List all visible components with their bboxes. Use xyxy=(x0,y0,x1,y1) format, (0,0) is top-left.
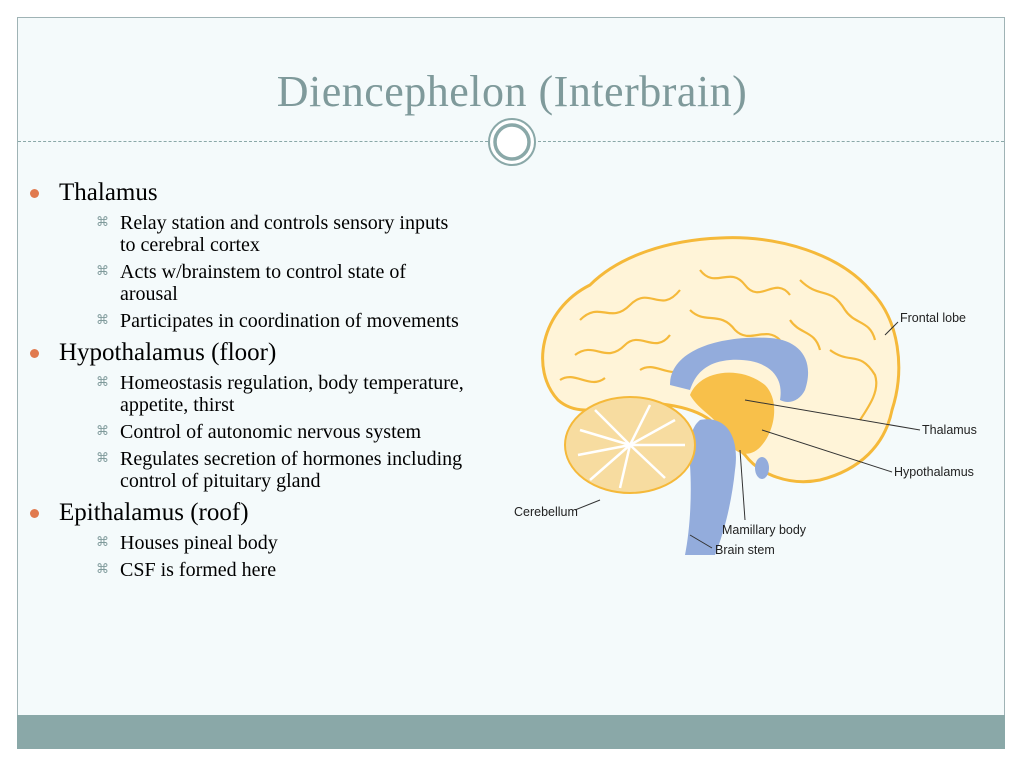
label-cerebellum: Cerebellum xyxy=(514,505,578,519)
list-item-text: Participates in coordination of movement… xyxy=(120,310,459,332)
cross-bullet-icon: ⌘ xyxy=(96,451,109,466)
cross-bullet-icon: ⌘ xyxy=(96,264,109,279)
pituitary-shape xyxy=(755,457,769,479)
sub-list-thalamus: ⌘ Relay station and controls sensory inp… xyxy=(28,212,468,332)
cross-bullet-icon: ⌘ xyxy=(96,313,109,328)
list-item: ⌘ Control of autonomic nervous system xyxy=(28,421,468,443)
label-hypothalamus: Hypothalamus xyxy=(894,465,974,479)
ventricle-shape xyxy=(670,337,809,402)
list-item: ⌘ CSF is formed here xyxy=(28,559,468,581)
brain-diagram: Frontal lobe Thalamus Hypothalamus Cereb… xyxy=(514,236,977,557)
section-heading-text: Epithalamus (roof) xyxy=(59,499,249,526)
list-item: ⌘ Regulates secretion of hormones includ… xyxy=(28,448,468,492)
title-divider-left xyxy=(18,141,488,142)
cerebellum-shape xyxy=(564,396,696,494)
list-item-text: CSF is formed here xyxy=(120,559,277,581)
gyri-lines xyxy=(559,269,878,421)
section-heading-text: Thalamus xyxy=(59,179,158,206)
cross-bullet-icon: ⌘ xyxy=(96,215,109,230)
list-item: ⌘ Relay station and controls sensory inp… xyxy=(28,212,468,256)
cross-bullet-icon: ⌘ xyxy=(96,375,109,390)
label-thalamus: Thalamus xyxy=(922,423,977,437)
footer-band xyxy=(17,715,1005,749)
circle-ornament-icon xyxy=(488,118,536,166)
list-item-text: Regulates secretion of hormones includin… xyxy=(120,448,463,492)
brainstem-shape xyxy=(685,419,736,555)
list-item-text: Homeostasis regulation, body temperature… xyxy=(120,372,464,416)
section-heading-thalamus: Thalamus xyxy=(28,178,468,208)
sub-list-hypothalamus: ⌘ Homeostasis regulation, body temperatu… xyxy=(28,372,468,492)
label-frontal-lobe: Frontal lobe xyxy=(900,311,966,325)
sub-list-epithalamus: ⌘ Houses pineal body ⌘ CSF is formed her… xyxy=(28,532,468,581)
list-item-text: Control of autonomic nervous system xyxy=(120,421,422,443)
list-item: ⌘ Homeostasis regulation, body temperatu… xyxy=(28,372,468,416)
title-divider-right xyxy=(538,141,1004,142)
list-item: ⌘ Houses pineal body xyxy=(28,532,468,554)
diencephalon-shape xyxy=(690,372,775,454)
list-item: ⌘ Acts w/brainstem to control state of a… xyxy=(28,261,468,305)
list-item-text: Acts w/brainstem to control state of aro… xyxy=(120,261,407,305)
bullet-dot-icon xyxy=(30,349,39,358)
cross-bullet-icon: ⌘ xyxy=(96,562,109,577)
label-mamillary-body: Mamillary body xyxy=(722,523,807,537)
list-item-text: Houses pineal body xyxy=(120,532,278,554)
section-heading-hypothalamus: Hypothalamus (floor) xyxy=(28,338,468,368)
section-heading-epithalamus: Epithalamus (roof) xyxy=(28,498,468,528)
cross-bullet-icon: ⌘ xyxy=(96,535,109,550)
bullet-list: Thalamus ⌘ Relay station and controls se… xyxy=(28,178,468,587)
section-heading-text: Hypothalamus (floor) xyxy=(59,339,277,366)
slide-title: Diencephelon (Interbrain) xyxy=(276,67,748,116)
cross-bullet-icon: ⌘ xyxy=(96,424,109,439)
leader-lines xyxy=(574,321,921,549)
bullet-dot-icon xyxy=(30,189,39,198)
bullet-dot-icon xyxy=(30,509,39,518)
label-brain-stem: Brain stem xyxy=(715,543,775,557)
list-item: ⌘ Participates in coordination of moveme… xyxy=(28,310,468,332)
list-item-text: Relay station and controls sensory input… xyxy=(120,212,449,256)
